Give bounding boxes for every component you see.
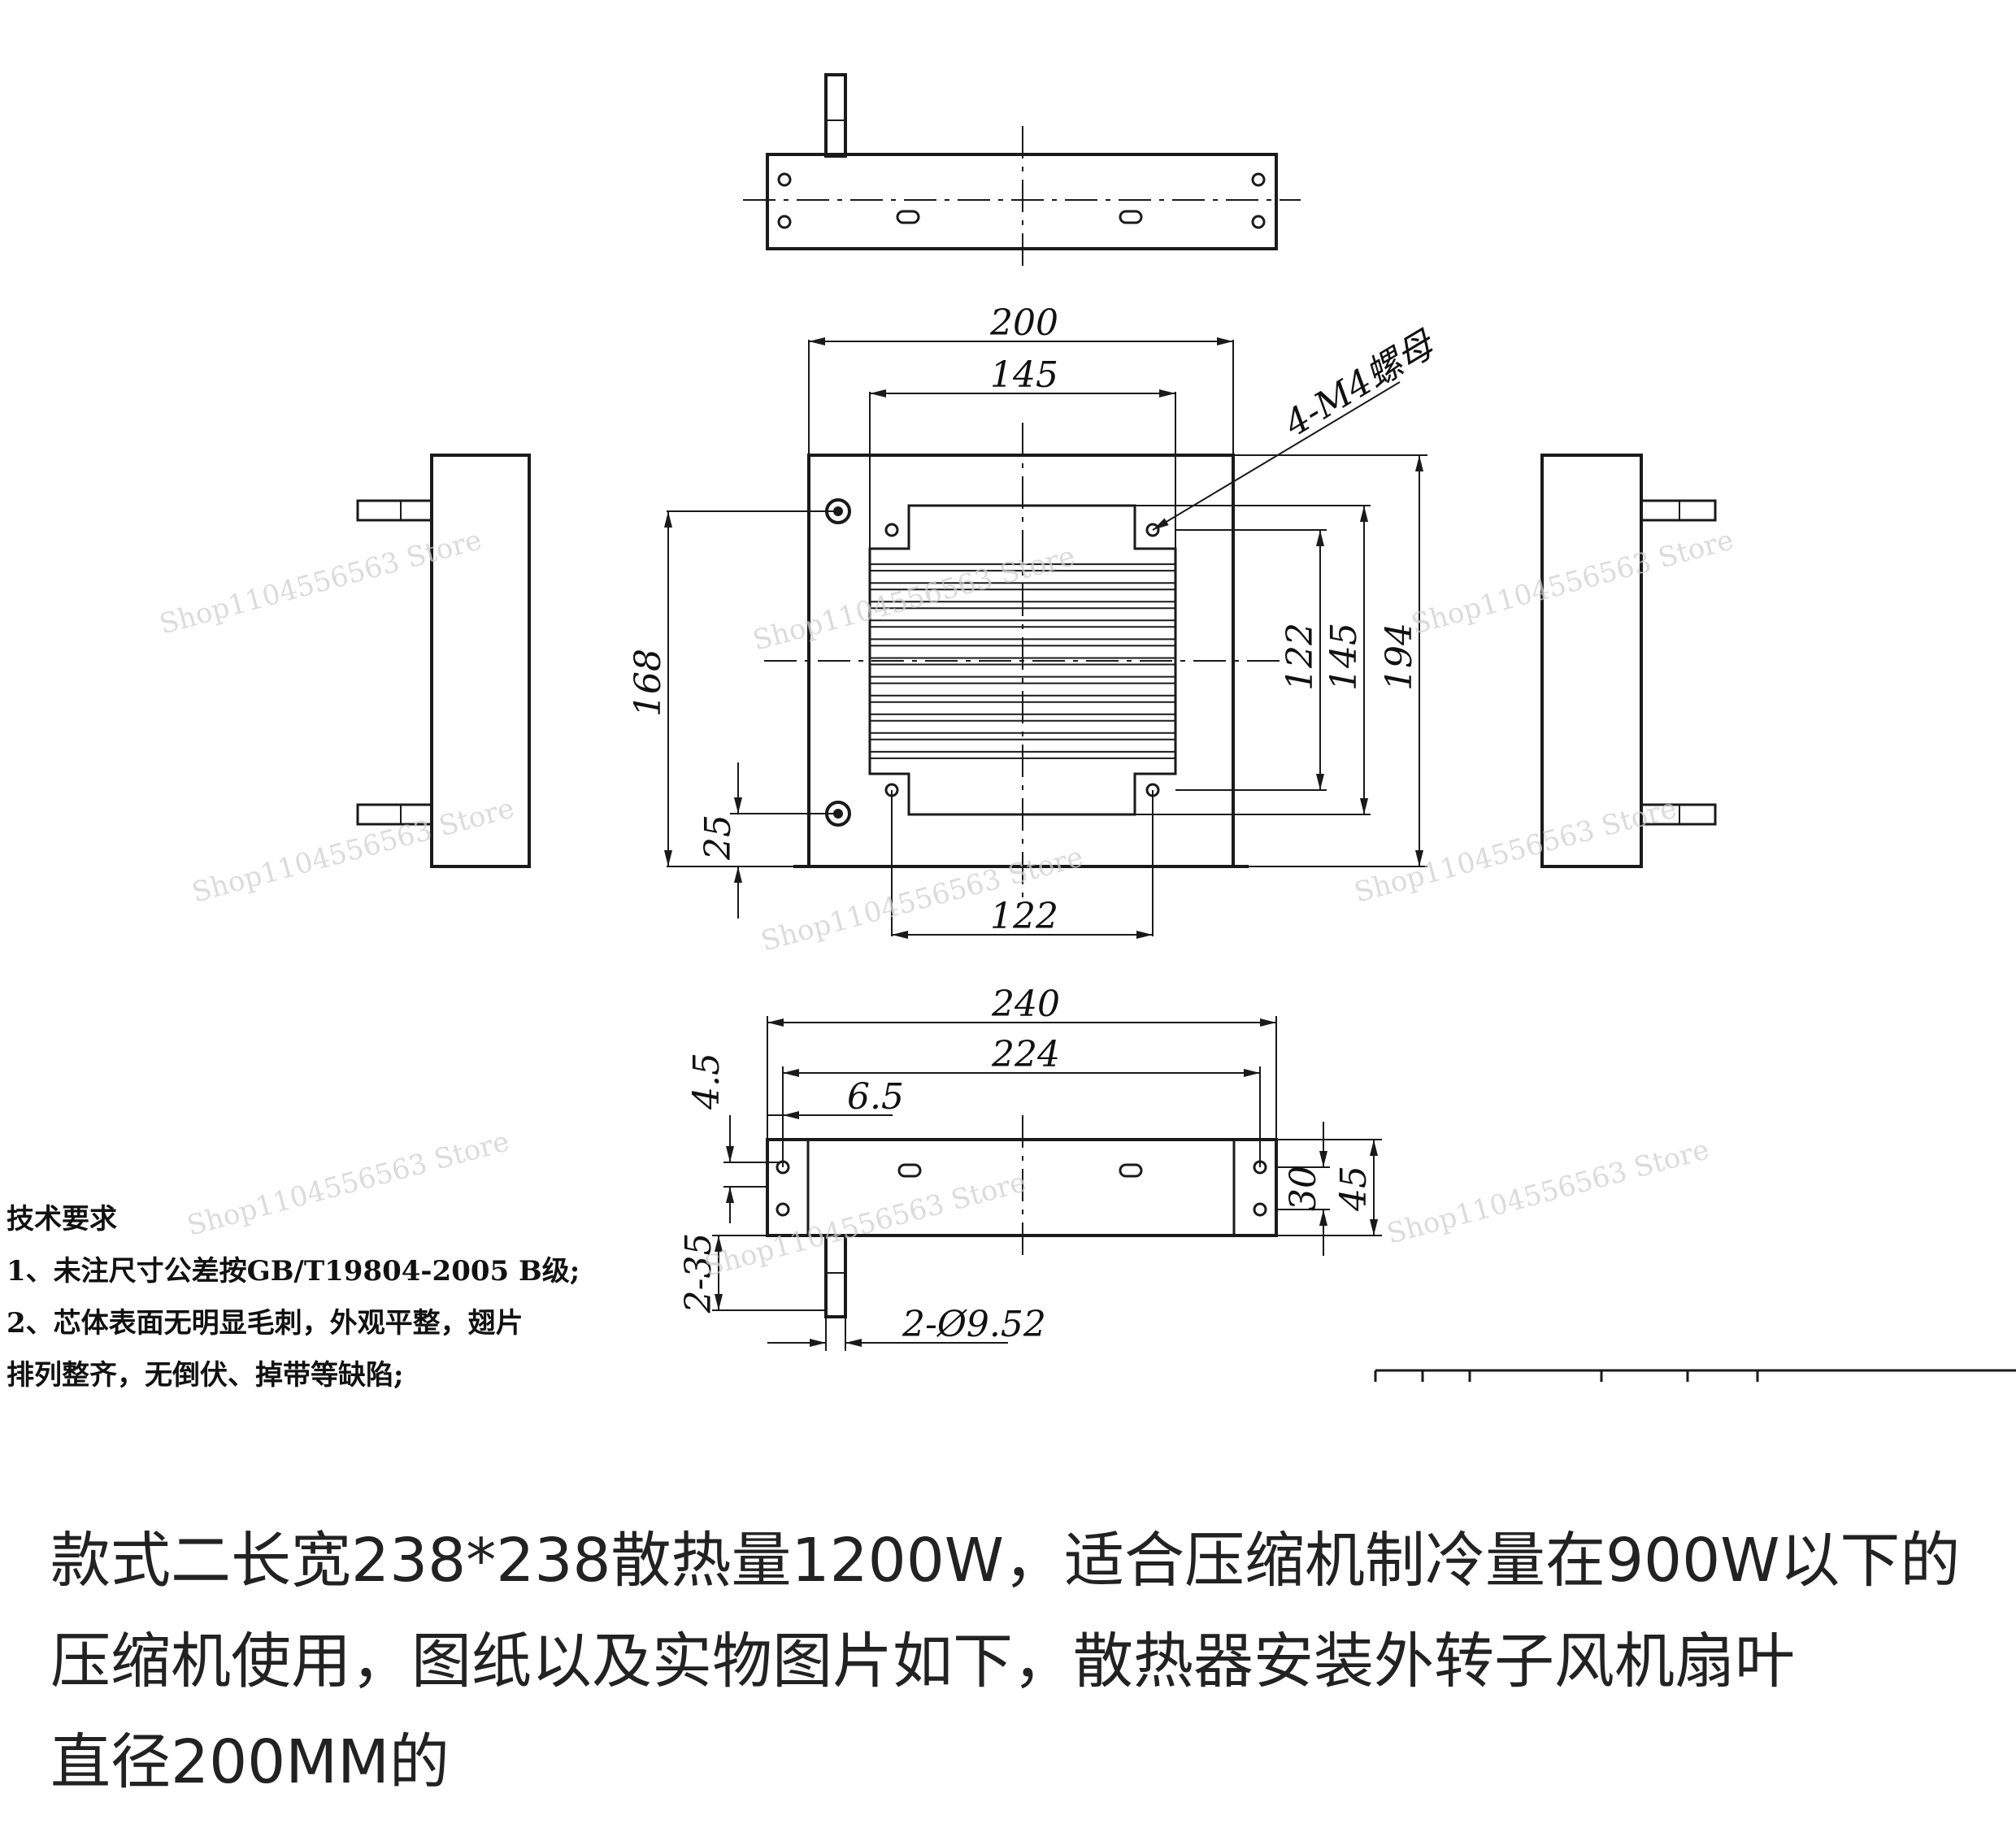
title-block-fragment: [1374, 1369, 2016, 1382]
dim-45: 45: [1333, 1166, 1375, 1212]
dim-224: 224: [991, 1034, 1060, 1075]
watermark: Shop1104556563 Store: [156, 523, 485, 641]
technical-requirements: 技术要求 1、未注尺寸公差按GB/T19804-2005 B级; 2、芯体表面无…: [7, 1193, 580, 1401]
dim-145-vertical: 145: [1323, 623, 1365, 691]
notes-item: 排列整齐，无倒伏、掉带等缺陷;: [7, 1359, 404, 1392]
dim-200: 200: [989, 302, 1058, 344]
notes-title: 技术要求: [7, 1203, 117, 1236]
dim-pipe-diameter: 2-Ø9.52: [902, 1304, 1046, 1345]
left-side-view: [356, 454, 531, 868]
dim-168: 168: [628, 649, 669, 717]
dim-122-bottom: 122: [990, 896, 1058, 937]
watermark: Shop1104556563 Store: [1384, 1133, 1713, 1250]
front-view: 200 145 4-M4螺母 168 25 122 122 145: [628, 302, 1443, 939]
dim-6-5: 6.5: [847, 1076, 904, 1118]
fin-lines: [870, 563, 1175, 759]
dim-30: 30: [1283, 1166, 1324, 1211]
bottom-view: 240 224 6.5 4.5 30 45 2-35: [678, 984, 1382, 1351]
dim-4-5: 4.5: [686, 1053, 728, 1110]
watermarks: Shop1104556563 Store Shop1104556563 Stor…: [156, 523, 1737, 1283]
dim-194: 194: [1379, 623, 1420, 691]
dim-25: 25: [697, 814, 739, 861]
technical-drawing: 200 145 4-M4螺母 168 25 122 122 145: [156, 73, 2016, 1382]
watermark: Shop1104556563 Store: [189, 792, 518, 909]
dim-2-35: 2-35: [678, 1233, 719, 1314]
notes-item: 2、芯体表面无明显毛刺，外观平整，翅片: [7, 1307, 524, 1340]
right-side-view: [1540, 454, 1717, 868]
dim-240: 240: [991, 984, 1060, 1025]
top-view: [743, 73, 1301, 272]
dim-145-horizontal: 145: [990, 354, 1058, 396]
dim-122-right: 122: [1280, 623, 1321, 691]
product-description: 款式二长宽238*238散热量1200W，适合压缩机制冷量在900W以下的 压缩…: [50, 1526, 1961, 1797]
watermark: Shop1104556563 Store: [1351, 792, 1680, 909]
nut-label: 4-M4螺母: [1277, 323, 1443, 445]
watermark: Shop1104556563 Store: [701, 1166, 1030, 1283]
notes-item: 1、未注尺寸公差按GB/T19804-2005 B级;: [7, 1255, 580, 1288]
watermark: Shop1104556563 Store: [1408, 523, 1737, 641]
